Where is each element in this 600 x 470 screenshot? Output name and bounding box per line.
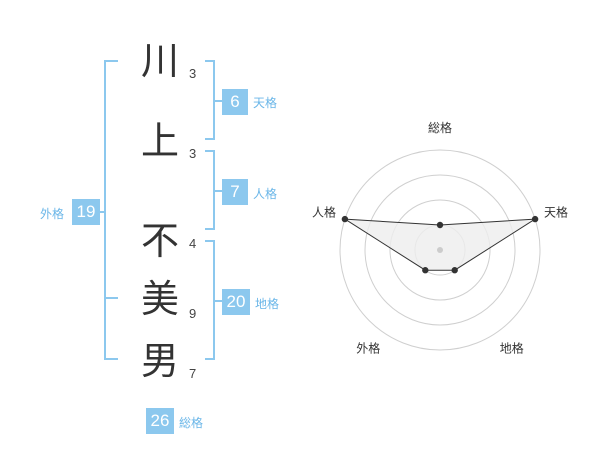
- jinkaku-badge: 7: [222, 179, 248, 205]
- tenkaku-bracket-connector: [214, 100, 222, 102]
- stroke-count-1: 3: [189, 66, 197, 81]
- jinkaku-label: 人格: [253, 187, 278, 201]
- stroke-count-5: 7: [189, 366, 197, 381]
- tenkaku-badge: 6: [222, 89, 248, 115]
- name-char-1: 川: [140, 39, 179, 83]
- jinkaku-bracket-connector: [214, 190, 222, 192]
- soukaku-badge: 26: [146, 408, 174, 434]
- stroke-count-4: 9: [189, 306, 197, 321]
- radar-ring: [364, 174, 516, 326]
- name-char-4: 美: [140, 277, 179, 321]
- radar-point-1: [436, 221, 444, 229]
- radar-axis-label: 天格: [544, 204, 568, 219]
- radar-center-point: [437, 247, 443, 253]
- radar-ring: [389, 199, 491, 301]
- soukaku-label: 総格: [179, 416, 204, 430]
- name-char-5: 男: [140, 339, 179, 383]
- name-char-2: 上: [140, 119, 179, 163]
- radar-area: [344, 218, 536, 271]
- radar-axis-label: 人格: [312, 204, 336, 219]
- stroke-count-3: 4: [189, 236, 197, 251]
- chikaku-bracket-connector: [214, 300, 222, 302]
- radar-point-2: [531, 215, 539, 223]
- chikaku-badge: 20: [222, 289, 250, 315]
- gaikaku-bracket-tick: [104, 297, 118, 299]
- name-char-3: 不: [140, 219, 179, 263]
- gaikaku-badge: 19: [72, 199, 100, 225]
- radar-axis-label: 外格: [356, 341, 380, 356]
- tenkaku-label: 天格: [253, 96, 278, 110]
- stroke-count-2: 3: [189, 146, 197, 161]
- chikaku-label: 地格: [255, 297, 280, 311]
- radar-point-5: [341, 215, 349, 223]
- radar-point-3: [451, 267, 458, 274]
- radar-axis-label: 地格: [500, 341, 524, 356]
- gaikaku-label: 外格: [40, 207, 65, 221]
- gaikaku-bracket: [104, 60, 118, 360]
- radar-ring: [339, 149, 541, 351]
- radar-axis-label: 総格: [428, 120, 452, 135]
- radar-point-4: [422, 267, 429, 274]
- gaikaku-bracket-connector: [98, 211, 106, 213]
